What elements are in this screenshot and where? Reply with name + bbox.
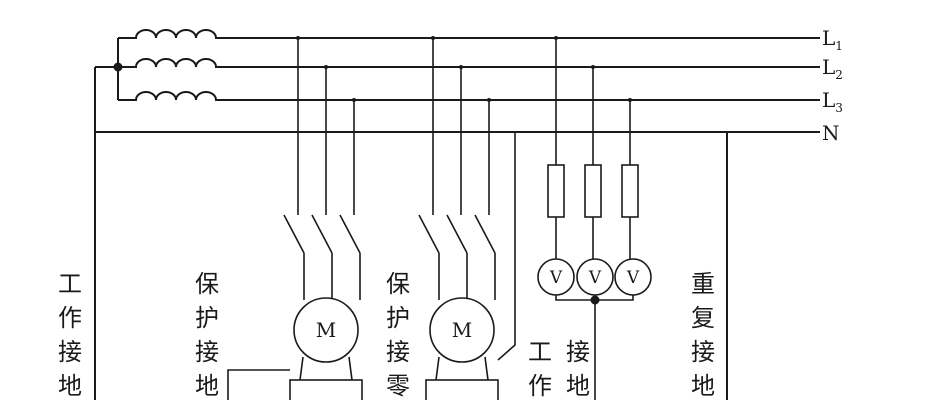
voltmeter-2-label: V bbox=[588, 268, 602, 288]
fuse-1 bbox=[547, 164, 565, 218]
label-working-ground-2: 工 作 bbox=[528, 338, 552, 400]
coil-l2 bbox=[118, 58, 820, 68]
fuse-3 bbox=[621, 164, 639, 218]
label-l3: L3 bbox=[822, 88, 843, 115]
switch-blade bbox=[311, 214, 333, 254]
voltmeter-1-label: V bbox=[549, 268, 563, 288]
voltmeter-branch: V V V bbox=[537, 36, 652, 400]
voltmeter-3-label: V bbox=[626, 268, 640, 288]
motor-branch-1: M bbox=[227, 36, 363, 400]
label-l1: L1 bbox=[822, 26, 843, 53]
protective-neutral-wire bbox=[497, 132, 516, 361]
motor-1-base bbox=[289, 379, 363, 400]
svg-text:作: 作 bbox=[58, 304, 82, 332]
motor-branch-2: M bbox=[418, 36, 516, 400]
svg-text:接: 接 bbox=[691, 338, 715, 366]
motor-1-legs bbox=[299, 356, 353, 381]
svg-text:地: 地 bbox=[195, 372, 219, 400]
svg-text:接: 接 bbox=[58, 338, 82, 366]
svg-text:工: 工 bbox=[58, 270, 82, 298]
switch-blade bbox=[446, 214, 468, 254]
svg-text:接: 接 bbox=[386, 338, 410, 366]
svg-text:护: 护 bbox=[195, 304, 219, 332]
motor-2-label: M bbox=[452, 318, 472, 342]
label-repeated-ground: 重 复 接 地 bbox=[691, 270, 715, 400]
svg-text:保: 保 bbox=[386, 270, 410, 298]
switch-blade bbox=[339, 214, 361, 254]
motor-2-legs bbox=[435, 356, 489, 381]
label-working-ground: 工 作 接 地 bbox=[58, 270, 82, 400]
protective-ground-wire bbox=[227, 369, 290, 400]
svg-text:保: 保 bbox=[195, 270, 219, 298]
svg-text:工: 工 bbox=[528, 338, 552, 366]
label-protective-neutral: 保 护 接 零 bbox=[386, 270, 410, 400]
switch-blade bbox=[283, 214, 305, 254]
motor-2-base bbox=[425, 379, 499, 400]
switch-blade bbox=[474, 214, 496, 254]
label-l2: L2 bbox=[822, 55, 843, 82]
voltmeter-star-node bbox=[590, 295, 600, 305]
motor-2-circle bbox=[429, 297, 495, 363]
svg-text:护: 护 bbox=[386, 304, 410, 332]
label-ground-2: 接 地 bbox=[566, 338, 590, 400]
svg-text:零: 零 bbox=[386, 372, 410, 400]
svg-text:复: 复 bbox=[691, 304, 715, 332]
svg-text:接: 接 bbox=[195, 338, 219, 366]
svg-text:地: 地 bbox=[58, 372, 82, 400]
label-n: N bbox=[822, 121, 840, 145]
svg-text:地: 地 bbox=[691, 372, 715, 400]
switch-blade bbox=[418, 214, 440, 254]
transformer-coils bbox=[95, 29, 820, 101]
fuse-2 bbox=[584, 164, 602, 218]
svg-text:接: 接 bbox=[566, 338, 590, 366]
svg-text:重: 重 bbox=[691, 270, 715, 298]
coil-l1 bbox=[118, 29, 820, 39]
coil-l3 bbox=[118, 91, 820, 101]
svg-text:地: 地 bbox=[566, 372, 590, 400]
label-protective-ground: 保 护 接 地 bbox=[195, 270, 219, 400]
motor-1-circle bbox=[293, 297, 359, 363]
svg-text:作: 作 bbox=[528, 372, 552, 400]
motor-1-label: M bbox=[316, 318, 336, 342]
